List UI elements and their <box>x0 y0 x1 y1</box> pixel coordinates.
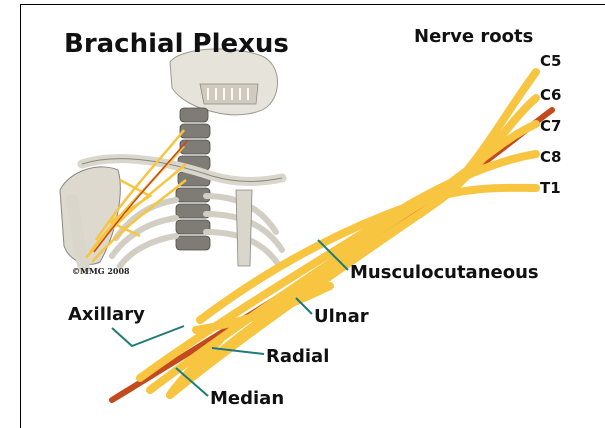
diagram-title: Brachial Plexus <box>64 29 289 59</box>
root-label-t1: T1 <box>540 179 561 197</box>
leader-line-axillary <box>112 326 184 346</box>
root-label-c5: C5 <box>540 52 561 70</box>
nerve-roots-heading: Nerve roots <box>414 26 533 47</box>
root-label-c6: C6 <box>540 86 561 104</box>
label-median: Median <box>210 388 284 409</box>
skeleton-illustration <box>60 49 282 268</box>
label-ulnar: Ulnar <box>314 306 369 327</box>
root-label-c7: C7 <box>540 117 561 135</box>
root-label-c8: C8 <box>540 148 561 166</box>
label-musculocutaneous: Musculocutaneous <box>350 262 539 283</box>
label-axillary: Axillary <box>68 304 145 325</box>
label-radial: Radial <box>266 346 329 367</box>
copyright-label: ©MMG 2008 <box>72 266 130 276</box>
